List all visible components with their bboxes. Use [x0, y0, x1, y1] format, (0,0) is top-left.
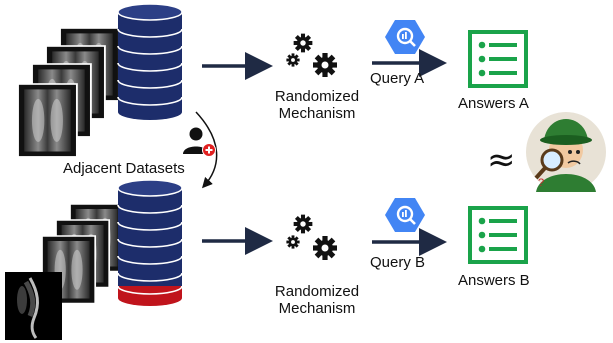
answers-label-bottom: Answers B	[458, 272, 530, 289]
mechanism-label-top: Randomized Mechanism	[262, 88, 372, 122]
adjacent-arrow	[195, 111, 218, 189]
database-icon	[117, 179, 183, 306]
detective-icon: ?	[526, 112, 606, 192]
answers-list-icon	[468, 30, 528, 88]
gears-icon	[286, 33, 337, 77]
database-icon	[117, 3, 183, 120]
answers-label-top: Answers A	[458, 95, 529, 112]
adjacent-datasets-label: Adjacent Datasets	[63, 160, 185, 177]
mechanism-label-line: Randomized	[274, 283, 360, 300]
mechanism-label-bottom: Randomized Mechanism	[262, 283, 372, 317]
add-person-icon	[183, 127, 216, 157]
svg-text:?: ?	[538, 177, 544, 189]
spine-mri-icon	[5, 272, 62, 340]
answers-list-icon	[468, 206, 528, 264]
query-icon	[383, 18, 427, 56]
mechanism-label-line: Mechanism	[278, 300, 356, 317]
mechanism-label-line: Randomized	[274, 88, 360, 105]
query-icon	[383, 196, 427, 234]
xray-stack-icon	[17, 27, 120, 158]
mechanism-label-line: Mechanism	[278, 105, 356, 122]
query-label-top: Query A	[370, 70, 425, 87]
gears-icon	[286, 214, 337, 260]
approx-symbol: ≈	[487, 140, 516, 180]
query-label-bottom: Query B	[370, 254, 426, 271]
